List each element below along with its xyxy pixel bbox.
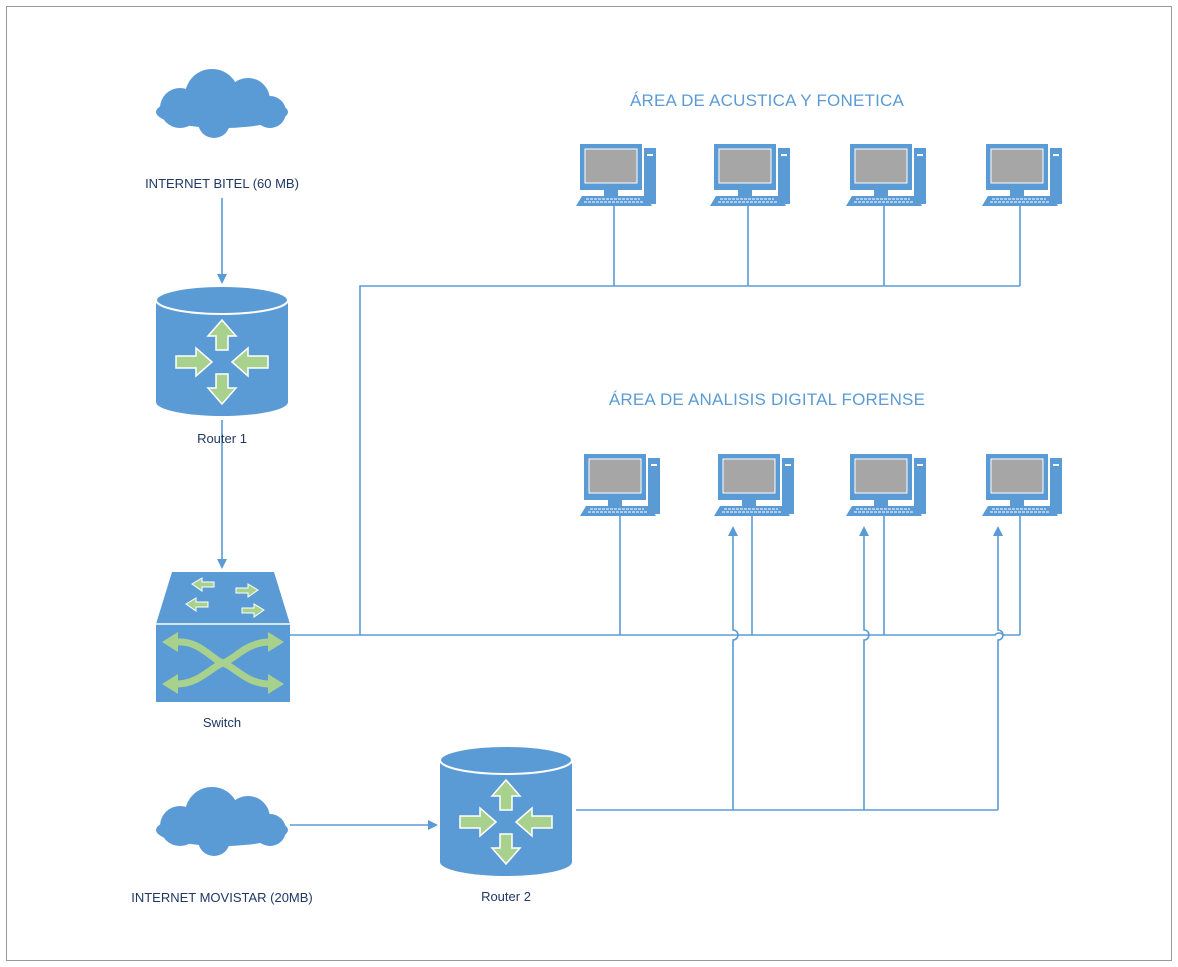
computer-icon-acustica-4: [981, 143, 1063, 207]
area-acustica-title: ÁREA DE ACUSTICA Y FONETICA: [629, 91, 905, 110]
internet-bitel-label: INTERNET BITEL (60 MB): [145, 176, 299, 191]
computer-icon-forense-2: [713, 453, 795, 517]
router2-label: Router 2: [481, 889, 531, 904]
link-acustica-bus: [359, 285, 1020, 635]
computer-icon-forense-3: [845, 453, 927, 517]
link-router2-pc4: [993, 526, 1004, 810]
link-router2-pc3: [859, 526, 870, 810]
computer-icon-acustica-3: [845, 143, 927, 207]
internet-movistar-label: INTERNET MOVISTAR (20MB): [131, 890, 313, 905]
computer-icon-acustica-1: [575, 143, 657, 207]
computer-icon-forense-1: [579, 453, 661, 517]
cloud-icon-movistar: [156, 787, 288, 856]
router-icon-1: [155, 285, 289, 417]
cloud-icon-bitel: [156, 69, 288, 138]
link-router2-pc2: [728, 526, 739, 810]
switch-label: Switch: [202, 715, 242, 730]
router-icon-2: [439, 745, 573, 877]
computer-icon-forense-4: [981, 453, 1063, 517]
router1-label: Router 1: [197, 431, 247, 446]
switch-icon: [156, 572, 290, 702]
computer-icon-acustica-2: [709, 143, 791, 207]
area-forense-title: ÁREA DE ANALISIS DIGITAL FORENSE: [608, 390, 926, 409]
